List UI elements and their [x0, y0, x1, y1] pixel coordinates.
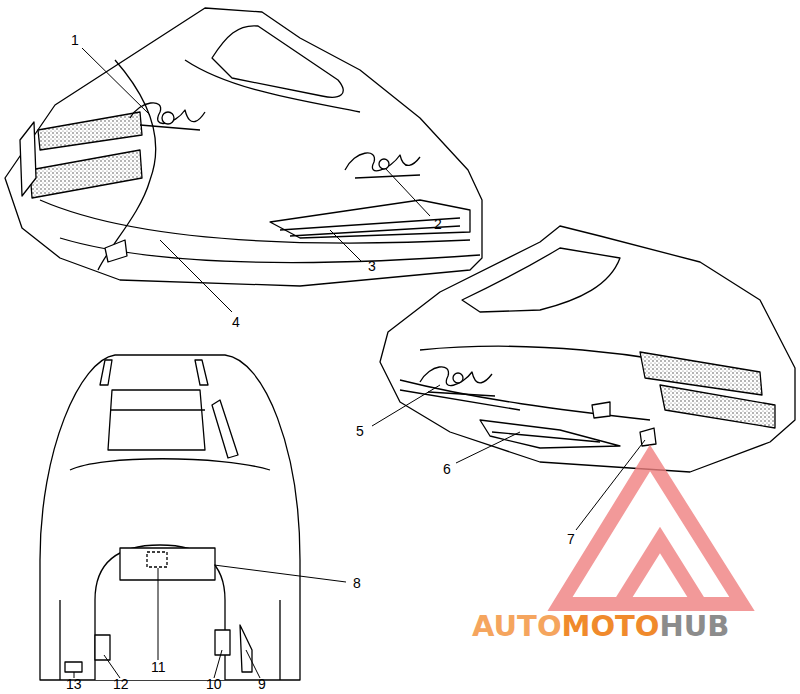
- callout-number: 6: [443, 462, 451, 476]
- watermark-text: AUTO: [472, 612, 562, 641]
- callout-number: 9: [258, 677, 266, 691]
- callout-number: 2: [434, 217, 442, 231]
- callout-number: 7: [567, 532, 575, 546]
- watermark-text: HUB: [660, 612, 730, 641]
- callout-number: 12: [113, 677, 129, 691]
- callout-number: 11: [151, 660, 166, 674]
- callout-number: 1: [71, 33, 79, 47]
- watermark-text: MOTO: [562, 612, 660, 641]
- callout-number: 3: [368, 259, 376, 273]
- callout-number: 4: [232, 315, 240, 329]
- watermark: AUTOMOTOHUB: [472, 612, 729, 641]
- callout-number: 10: [206, 677, 222, 691]
- callout-number: 13: [66, 677, 82, 691]
- callout-number: 8: [353, 576, 361, 590]
- callout-number: 5: [356, 424, 364, 438]
